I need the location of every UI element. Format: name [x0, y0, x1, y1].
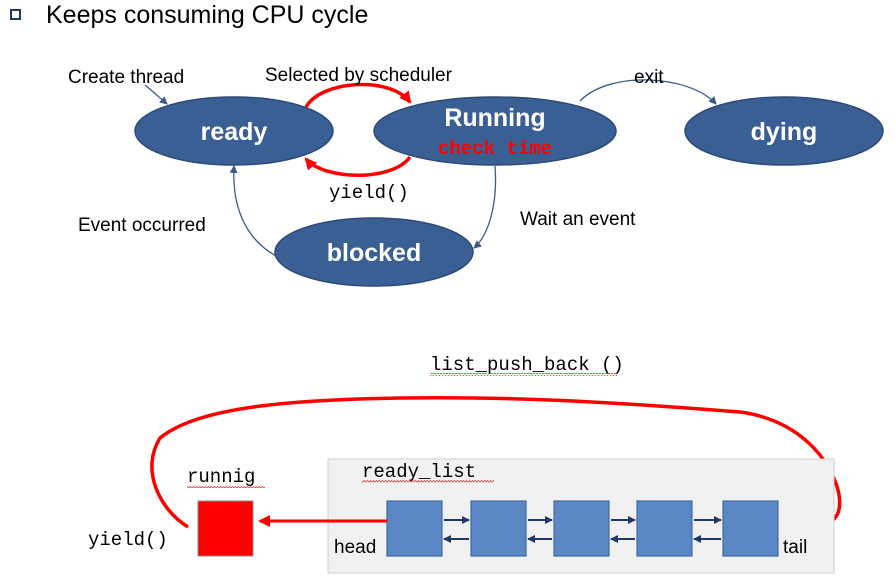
label-selected-by-scheduler: Selected by scheduler: [265, 65, 453, 86]
label-ready-list: ready_list: [362, 461, 476, 483]
state-dying-label: dying: [751, 118, 818, 146]
squiggle-list-push-back: [430, 373, 618, 376]
event-occurred-arrow: [229, 165, 277, 257]
state-running-label: Running: [444, 104, 545, 132]
wait-event-arrow: [473, 165, 497, 249]
squiggle-running: [187, 485, 265, 488]
list-node: [722, 500, 779, 557]
label-yield-call: yield(): [88, 529, 168, 551]
label-wait-an-event: Wait an event: [520, 209, 636, 230]
state-running-note: check time: [438, 138, 552, 160]
state-ready: [134, 96, 334, 166]
label-tail: tail: [783, 537, 807, 558]
exit-arrow: [579, 79, 717, 105]
square-bullet-icon: [10, 9, 21, 20]
label-yield: yield(): [329, 182, 409, 204]
yield-arrow: [304, 155, 412, 177]
ready-list-nodes: [386, 500, 779, 557]
list-node: [386, 500, 443, 557]
state-dying: [684, 96, 884, 166]
label-exit: exit: [634, 67, 664, 88]
running-thread-box: [197, 500, 254, 557]
push-back-loop-arrow: [150, 395, 842, 534]
label-head: head: [334, 537, 376, 558]
squiggle-ready-list: [362, 480, 494, 483]
state-blocked-label: blocked: [327, 239, 421, 267]
selected-by-scheduler-arrow: [304, 82, 412, 109]
create-thread-arrow: [144, 84, 168, 105]
label-event-occurred: Event occurred: [78, 215, 206, 236]
label-create-thread: Create thread: [68, 67, 184, 88]
label-list-push-back: list_push_back (): [430, 354, 624, 376]
list-node: [553, 500, 610, 557]
list-node: [470, 500, 527, 557]
state-blocked: [274, 217, 474, 287]
page-heading: Keeps consuming CPU cycle: [46, 1, 368, 29]
label-running: runnig: [187, 466, 255, 488]
state-ready-label: ready: [201, 118, 268, 146]
state-running: [373, 96, 617, 166]
list-node: [636, 500, 693, 557]
